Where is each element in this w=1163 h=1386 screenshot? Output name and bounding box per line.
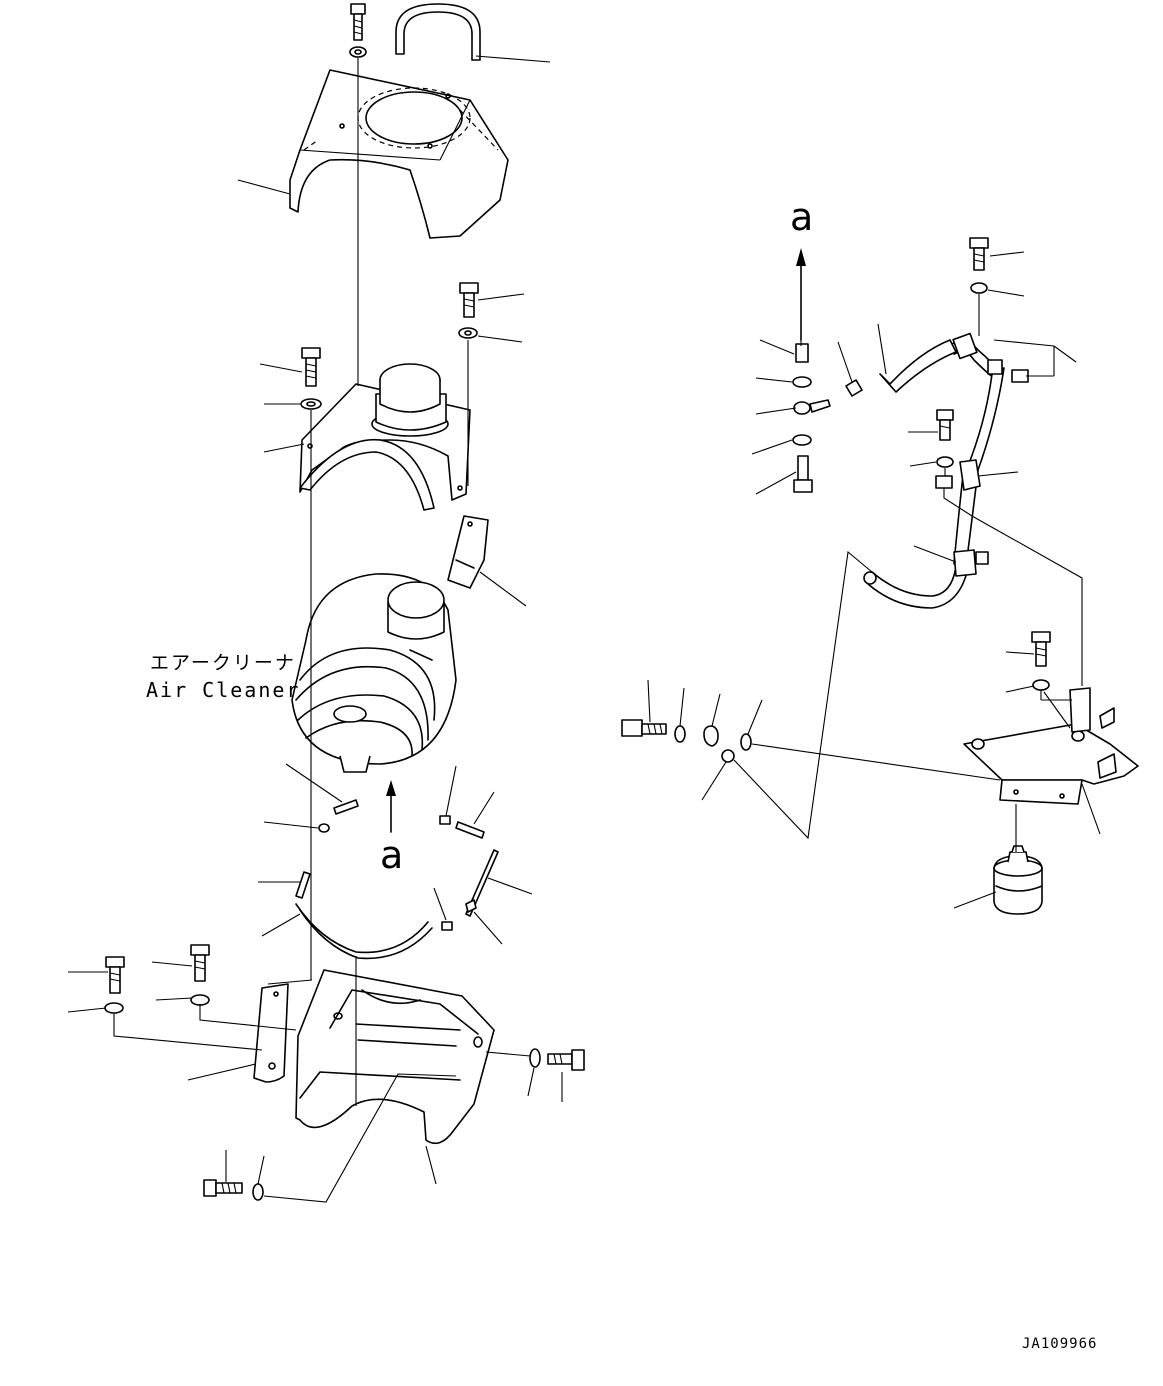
air-cleaner-label-jp: エアークリーナ [150,652,296,674]
right-assembly-lines [733,294,1083,852]
vent-hose [863,332,1029,609]
view-mark-top: a [790,195,814,239]
upper-bracket [299,363,471,511]
clips-and-pins [295,799,499,931]
top-cover [289,69,509,239]
mounting-plate [963,687,1139,805]
band-strap [295,903,433,960]
arrow-up-lower [386,780,396,833]
right-leader-lines [647,251,1101,909]
bolts-hose-clamp [936,237,989,468]
u-clamp [395,3,481,61]
left-leader-lines [67,55,563,1185]
bolt-upper-right [458,282,479,339]
bolt-horizontal-set [621,719,752,763]
vacuum-sensor [993,845,1043,915]
arrow-up-upper [796,248,806,341]
air-cleaner-label-en: Air Cleaner [146,678,301,702]
lower-cover [295,969,495,1145]
bolt-lower-right [529,1048,585,1071]
top-bolt [349,3,367,58]
air-cleaner-body [291,573,457,773]
small-bracket [447,515,489,589]
lower-side-bracket [253,983,289,1083]
left-assembly-lines [113,58,531,1203]
bolt-bottom [203,1179,264,1201]
bolt-plate [1031,631,1051,691]
drawing-number: JA109966 [1022,1336,1098,1352]
view-mark-bottom: a [380,833,404,877]
hose-fittings [792,343,863,493]
bolt-upper-left [300,347,322,410]
bolts-lower-left [104,944,210,1014]
